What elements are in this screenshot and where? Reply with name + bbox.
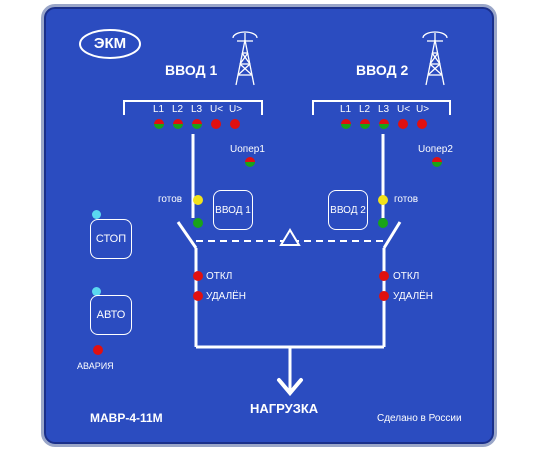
auto-indicator-led [92,287,101,296]
arrow-down-icon [277,378,303,397]
input2-ready-led [378,195,388,205]
input2-phase-l2: L2 [359,104,371,115]
input2-phase-l3: L3 [378,104,390,115]
input1-bracket [123,100,263,115]
input2-remote-led [379,291,389,301]
input1-ready-label: готов [158,194,183,205]
input1-uoper-label: Uопер1 [230,144,265,155]
input2-remote-label: УДАЛЁН [393,291,434,302]
input2-phase-umax: U> [416,104,430,115]
input1-remote-label: УДАЛЁН [206,291,247,302]
input1-off-label: ОТКЛ [206,271,233,282]
antenna-tower-icon [422,31,448,86]
alarm-led [93,345,103,355]
input2-uoper-label: Uопер2 [418,144,453,155]
input2-bracket [312,100,451,115]
input2-title: ВВОД 2 [356,62,409,78]
input1-uoper-led [245,157,255,167]
input1-led-l1 [154,119,164,129]
input1-phase-l2: L2 [172,104,184,115]
input2-closed-led [378,218,388,228]
input1-remote-led [193,291,203,301]
made-in-label: Сделано в России [377,413,462,424]
input1-ready-led [193,195,203,205]
auto-button[interactable]: АВТО [90,295,132,335]
input1-phase-l1: L1 [153,104,165,115]
input1-title: ВВОД 1 [165,62,218,78]
input1-phase-l3: L3 [191,104,203,115]
input2-led-umax [417,119,427,129]
input1-led-umax [230,119,240,129]
input2-ready-label: готов [394,194,419,205]
input2-off-label: ОТКЛ [393,271,420,282]
load-label: НАГРУЗКА [250,401,319,416]
alarm-label: АВАРИЯ [77,361,114,371]
logo-oval [79,29,141,59]
input2-led-l2 [360,119,370,129]
input1-phase-umax: U> [229,104,243,115]
input2-phase-l1: L1 [340,104,352,115]
input2-led-l3 [379,119,389,129]
antenna-tower-icon [232,31,258,86]
input2-off-led [379,271,389,281]
input1-led-l3 [192,119,202,129]
triangle-icon [279,228,301,246]
input2-button[interactable]: ВВОД 2 [328,190,368,230]
input2-phase-umin: U< [397,104,411,115]
input2-uoper-led [432,157,442,167]
stop-button[interactable]: СТОП [90,219,132,259]
stop-indicator-led [92,210,101,219]
input1-led-l2 [173,119,183,129]
input1-button[interactable]: ВВОД 1 [213,190,253,230]
input1-led-umin [211,119,221,129]
input2-led-umin [398,119,408,129]
input2-led-l1 [341,119,351,129]
input1-phase-umin: U< [210,104,224,115]
input1-closed-led [193,218,203,228]
input2-switch-blade [382,221,402,249]
model-label: МАВР-4-11М [90,411,163,425]
input1-switch-blade [176,221,198,249]
logo: ЭКМ [93,35,127,52]
input1-off-led [193,271,203,281]
